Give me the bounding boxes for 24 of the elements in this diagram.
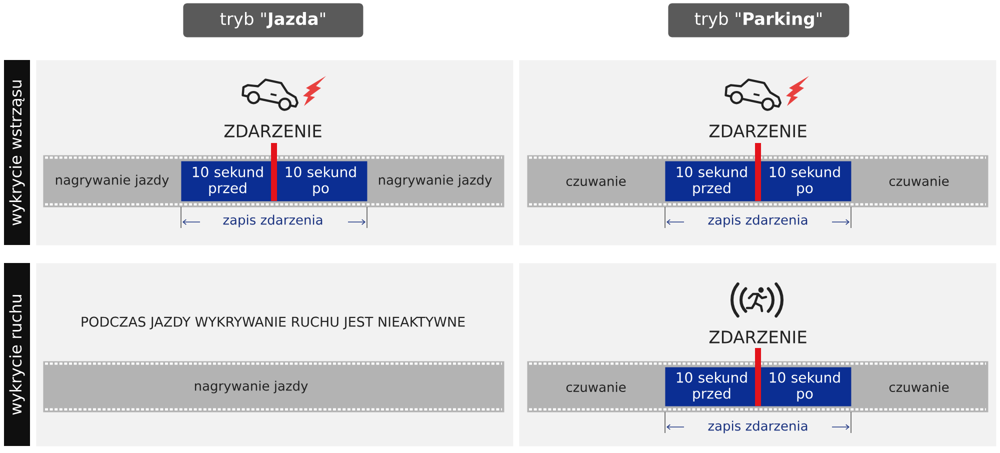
event-label: ZDARZENIE xyxy=(709,330,806,344)
dimension-label: zapis zdarzenia xyxy=(706,420,810,434)
row-label: wykrycie wstrząsu xyxy=(4,60,30,245)
mode-header: tryb "Jazda" xyxy=(183,3,364,38)
segment-label: nagrywanie jazdy xyxy=(56,174,169,188)
segment-label: czuwanie xyxy=(889,382,949,392)
note-text: PODCZAS JAZDY WYKRYWANIE RUCHU JEST NIEAKTYWNE xyxy=(82,316,465,330)
event-clip-box: 10 sekund przed xyxy=(665,367,758,406)
dimension-label: zapis zdarzenia xyxy=(706,214,810,228)
dimension-label: zapis zdarzenia xyxy=(220,214,326,228)
event-label: ZDARZENIE xyxy=(224,124,322,138)
event-clip-box: 10 sekund przed xyxy=(181,161,274,202)
segment-label: czuwanie xyxy=(889,176,949,186)
row-label: wykrycie ruchu xyxy=(4,263,30,446)
event-label: ZDARZENIE xyxy=(709,124,806,138)
event-clip-box: 10 sekund po xyxy=(274,161,368,202)
event-clip-box: 10 sekund po xyxy=(758,367,852,406)
segment-label: czuwanie xyxy=(566,382,626,392)
segment-label: czuwanie xyxy=(566,176,626,186)
mode-header: tryb "Parking" xyxy=(668,3,850,38)
segment-label: nagrywanie jazdy xyxy=(378,174,492,188)
event-clip-box: 10 sekund po xyxy=(758,161,852,202)
event-clip-box: 10 sekund przed xyxy=(665,161,758,202)
segment-label: nagrywanie jazdy xyxy=(194,380,308,394)
